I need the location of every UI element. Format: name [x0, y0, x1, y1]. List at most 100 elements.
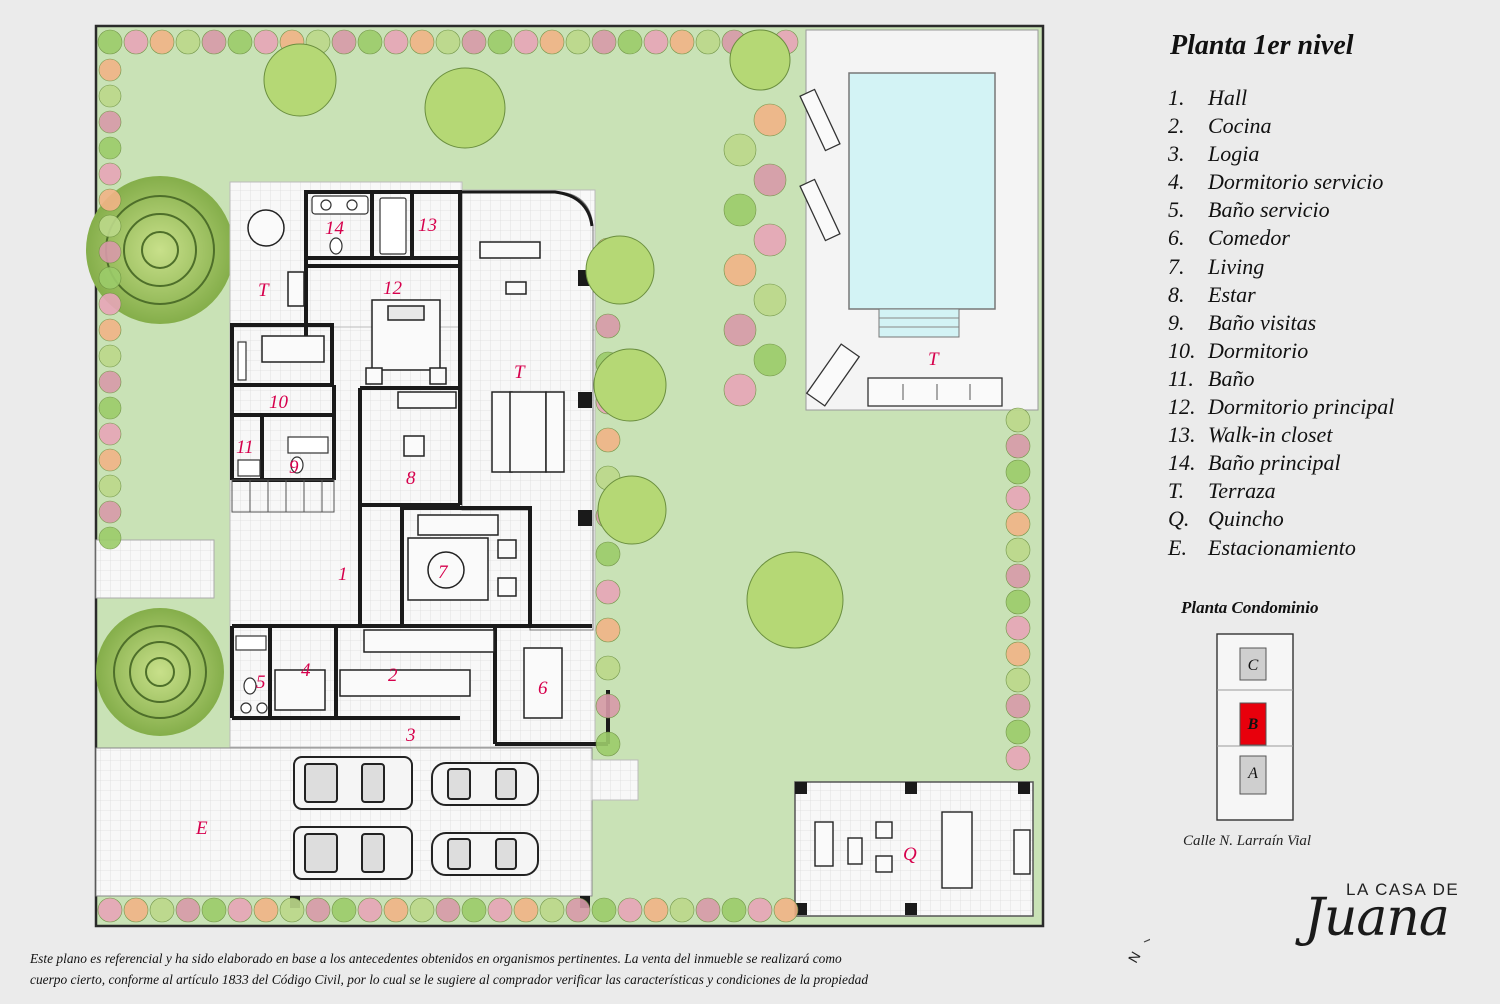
shrub — [565, 897, 591, 923]
shrub — [595, 731, 621, 757]
shrub — [1005, 745, 1031, 771]
legend-item: Q.Quincho — [1168, 506, 1284, 532]
shrub — [98, 474, 122, 498]
pool-sofa — [867, 377, 1003, 407]
shrub — [409, 897, 435, 923]
tree — [593, 348, 667, 422]
shrub — [98, 396, 122, 420]
shrub — [753, 343, 787, 377]
lot-a-label: A — [1247, 765, 1258, 782]
shrub — [149, 897, 175, 923]
disclaimer: Este plano es referencial y ha sido elab… — [30, 951, 869, 987]
fixtures — [235, 195, 407, 714]
shrub — [1005, 433, 1031, 459]
shrub — [97, 897, 123, 923]
shrub — [98, 84, 122, 108]
shrub — [723, 253, 757, 287]
room-label-terraza-2: T — [514, 362, 526, 383]
shrub — [175, 29, 201, 55]
shrub — [253, 897, 279, 923]
legend-item: 13.Walk-in closet — [1168, 422, 1333, 448]
shrub — [461, 897, 487, 923]
shrub — [305, 897, 331, 923]
shrub — [723, 133, 757, 167]
shrub — [595, 427, 621, 453]
room-label-7: 7 — [438, 562, 449, 583]
shrub — [721, 897, 747, 923]
shrub — [1005, 719, 1031, 745]
shrub — [435, 897, 461, 923]
shrub — [98, 370, 122, 394]
shrub — [98, 240, 122, 264]
legend-item: 8.Estar — [1168, 281, 1256, 307]
shrub — [595, 313, 621, 339]
shrub — [513, 897, 539, 923]
shrub — [331, 29, 357, 55]
room-label-10: 10 — [269, 392, 289, 413]
legend-item: 4.Dormitorio servicio — [1168, 169, 1384, 195]
shrub — [595, 579, 621, 605]
bed — [261, 299, 447, 711]
shrub — [747, 897, 773, 923]
shrub — [695, 29, 721, 55]
legend-item: 9.Baño visitas — [1168, 309, 1317, 335]
shrub — [149, 29, 175, 55]
tree — [597, 475, 667, 545]
shrub — [723, 313, 757, 347]
shrub — [565, 29, 591, 55]
shrub — [97, 29, 123, 55]
tree — [746, 551, 844, 649]
lot-b-highlight — [1239, 702, 1267, 746]
shrub — [123, 897, 149, 923]
shrub — [595, 655, 621, 681]
condominio-title: Planta Condominio — [1181, 598, 1319, 617]
room-label-estacionamiento: E — [195, 818, 208, 839]
room-label-11: 11 — [236, 437, 254, 458]
legend-item: 7.Living — [1168, 253, 1265, 279]
shrub — [98, 448, 122, 472]
brand-logo: Juana — [1304, 888, 1450, 948]
shrub — [1005, 511, 1031, 537]
legend-item: E.Estacionamiento — [1168, 534, 1356, 560]
shrub — [98, 162, 122, 186]
shrub — [617, 29, 643, 55]
shrub — [1005, 459, 1031, 485]
shrub — [331, 897, 357, 923]
walls — [230, 190, 610, 746]
legend-item: 3.Logia — [1168, 141, 1260, 167]
car — [293, 756, 539, 880]
room-label-9: 9 — [289, 457, 299, 478]
room-label-terraza-3: T — [928, 349, 940, 370]
shrub — [383, 897, 409, 923]
shrub — [98, 422, 122, 446]
compass-icon: N — [1125, 938, 1150, 966]
lot-a — [1239, 755, 1267, 795]
shrub — [723, 193, 757, 227]
floor-plan: 1 2 3 4 5 6 7 8 9 10 11 12 13 14 T T T E… — [86, 24, 1150, 966]
shrub — [1005, 693, 1031, 719]
room-labels: 1 2 3 4 5 6 7 8 9 10 11 12 13 14 T T T E… — [195, 215, 940, 865]
condominio-diagram: C B A — [1216, 633, 1294, 821]
shrub — [98, 136, 122, 160]
shrub — [201, 897, 227, 923]
shrub — [723, 373, 757, 407]
room-label-2: 2 — [388, 665, 398, 686]
room-label-13: 13 — [418, 215, 437, 236]
shrub — [461, 29, 487, 55]
legend-item: T.Terraza — [1168, 478, 1276, 504]
shrub — [1005, 537, 1031, 563]
legend-item: 2.Cocina — [1168, 113, 1272, 139]
legend-item: 12.Dormitorio principal — [1168, 394, 1395, 420]
room-label-12: 12 — [383, 278, 403, 299]
room-label-4: 4 — [301, 660, 311, 681]
shrub — [98, 344, 122, 368]
pool — [848, 72, 996, 310]
furniture — [247, 209, 565, 719]
shrub — [595, 693, 621, 719]
shrub — [753, 283, 787, 317]
shrub — [98, 110, 122, 134]
shrub — [595, 541, 621, 567]
shrub — [1005, 407, 1031, 433]
legend-title: Planta 1er nivel — [1170, 30, 1354, 61]
shrub — [643, 897, 669, 923]
